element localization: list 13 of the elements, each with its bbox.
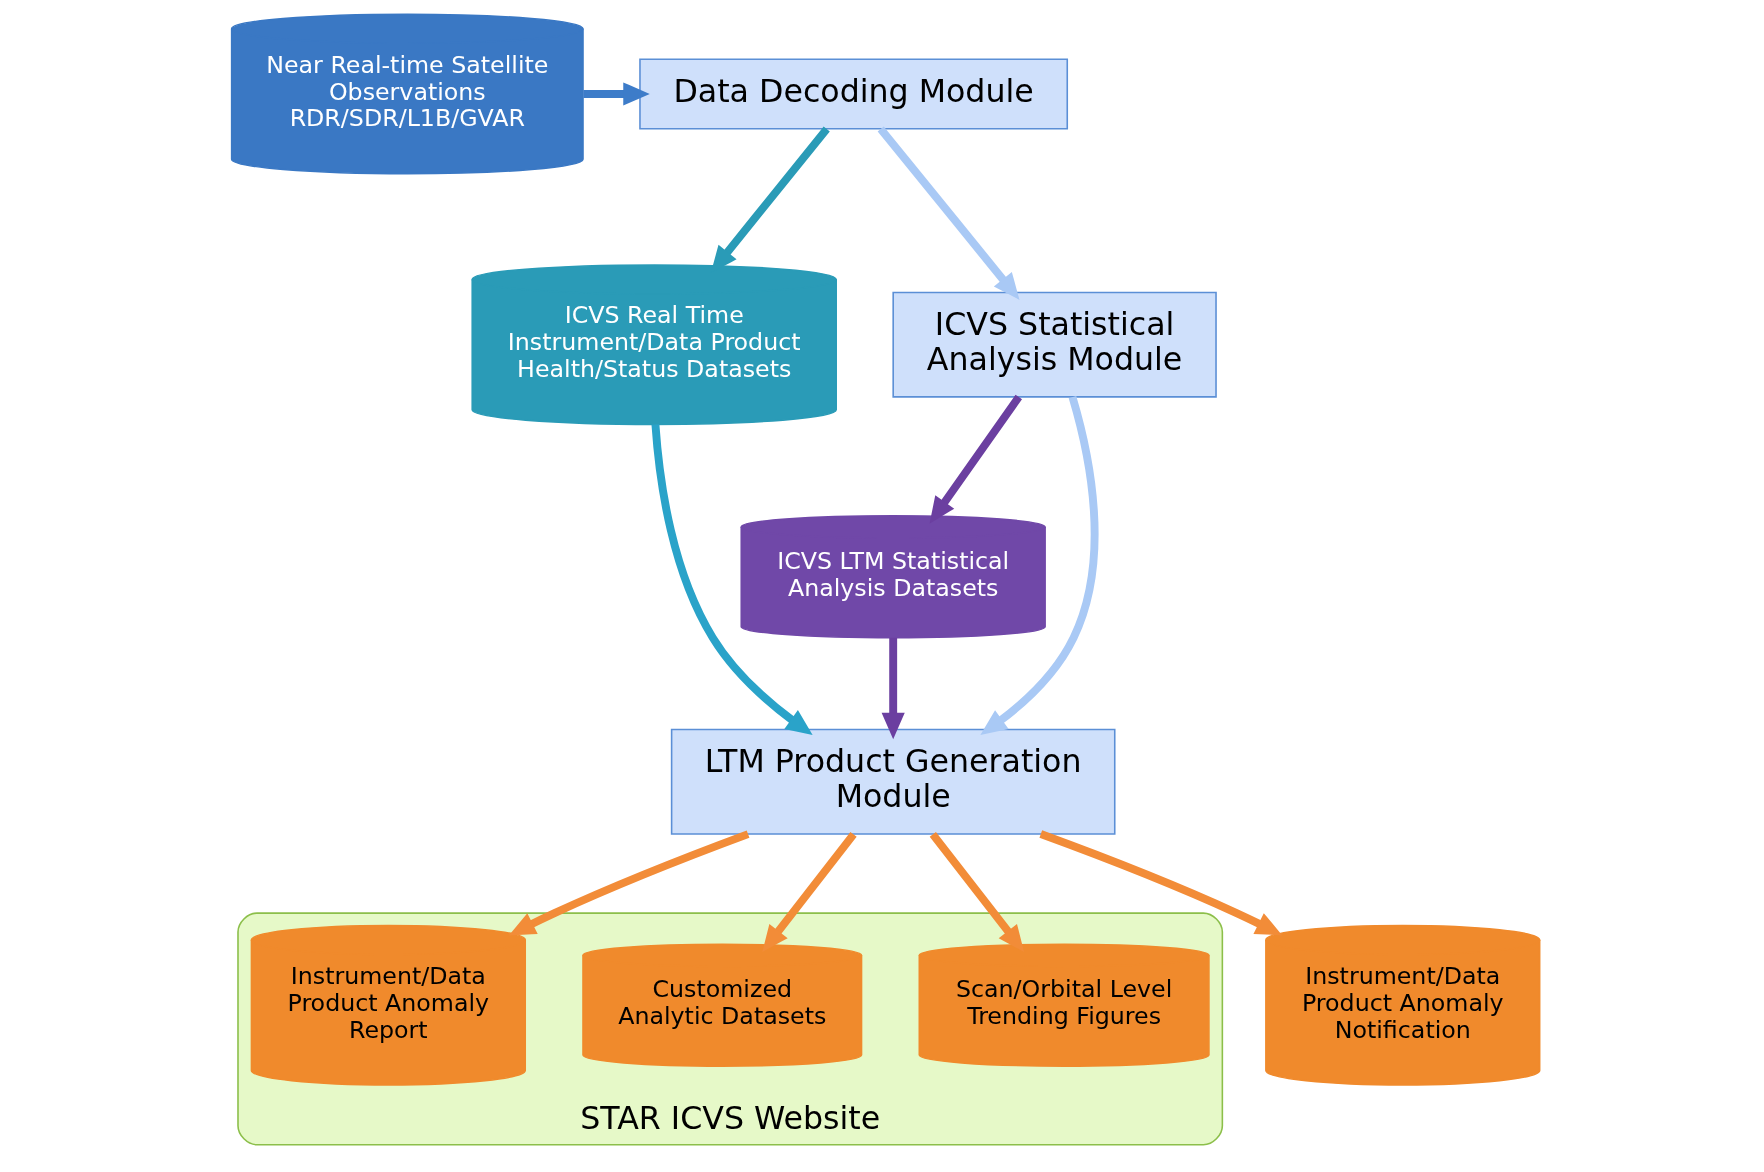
arrow (651, 424, 813, 735)
arrow (1038, 830, 1282, 936)
node-box: Data Decoding Module (638, 58, 1068, 130)
arrow (761, 832, 857, 952)
arrow (979, 396, 1099, 736)
arrow (929, 394, 1022, 524)
arrow (508, 830, 749, 936)
node-box: ICVS Statistical Analysis Module (891, 291, 1217, 398)
arrow (582, 82, 650, 106)
arrow (877, 126, 1019, 300)
node-box: LTM Product Generation Module (670, 728, 1116, 835)
arrow (881, 637, 905, 740)
arrow (929, 832, 1024, 952)
